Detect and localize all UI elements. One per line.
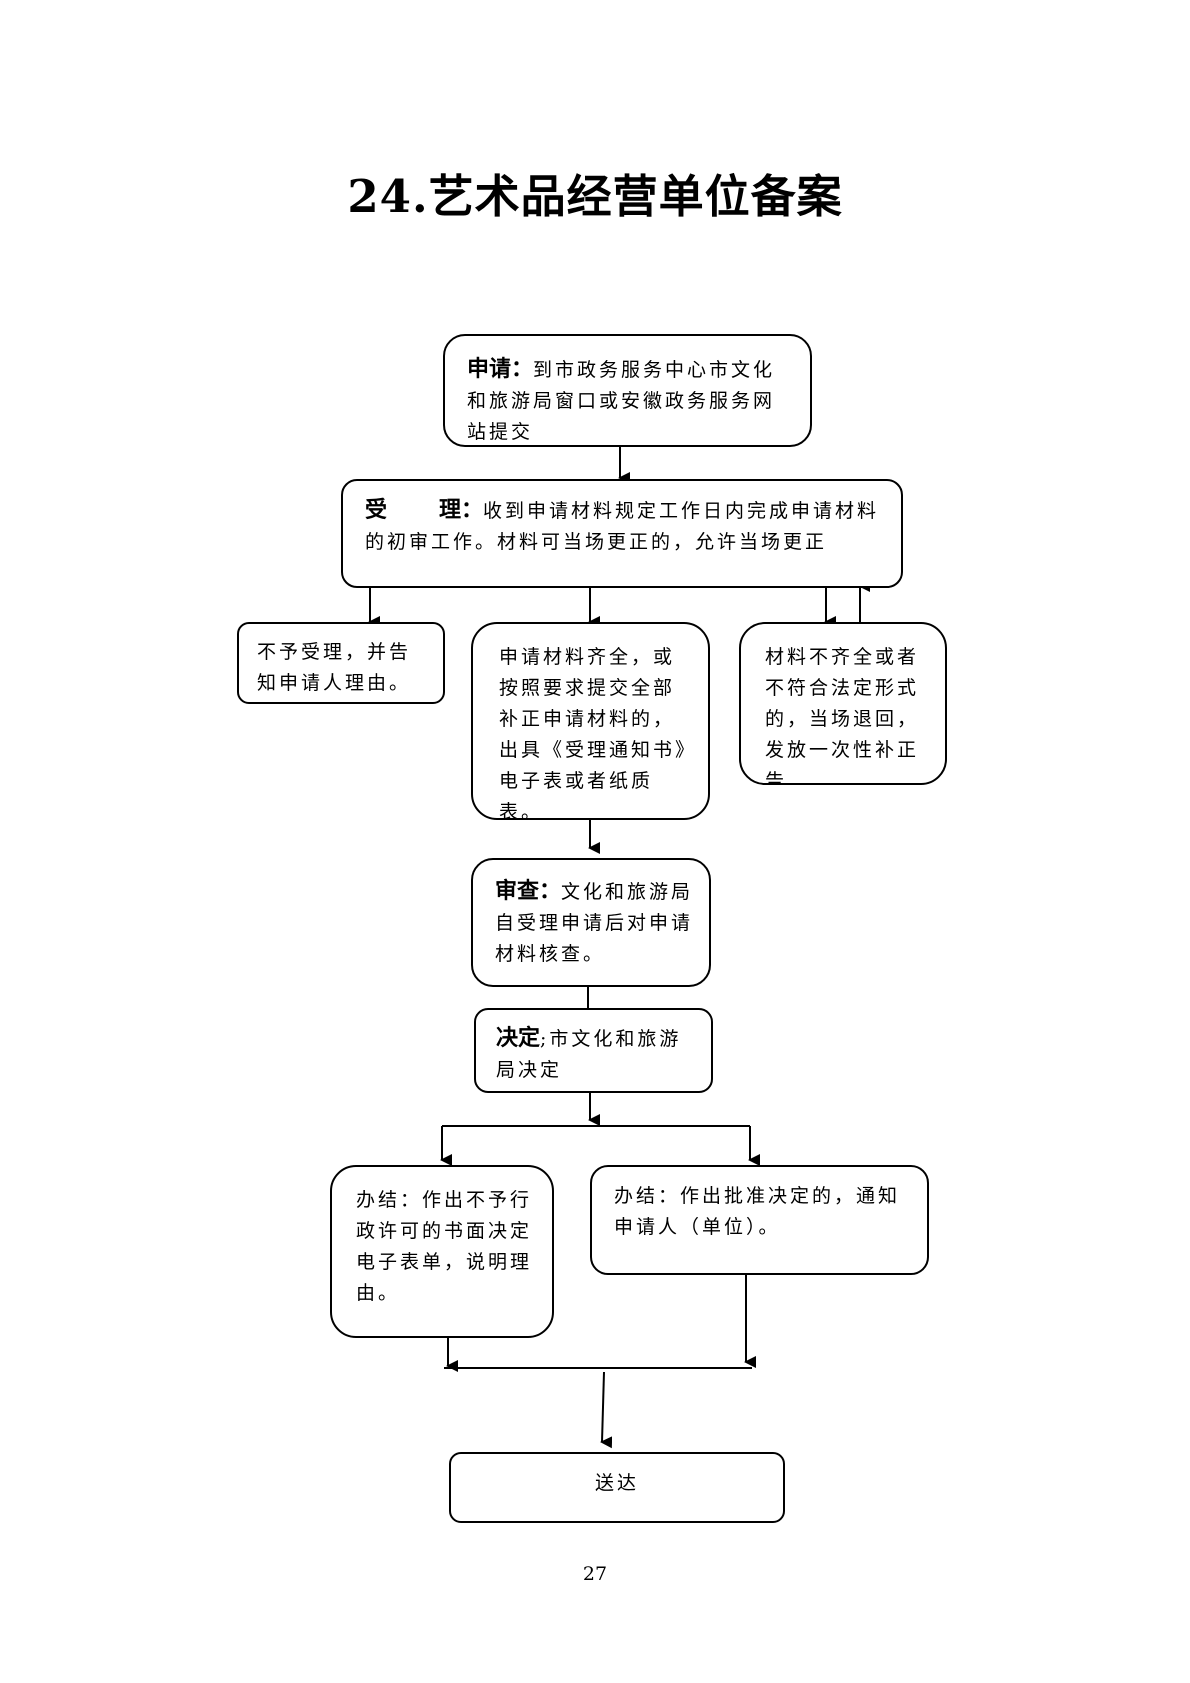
node-decide: 决定;市文化和旅游局决定 <box>474 1008 713 1093</box>
node-deny-text: 办结：作出不予行政许可的书面决定电子表单，说明理由。 <box>356 1189 533 1304</box>
node-apply-head: 申请： <box>467 357 534 382</box>
page-title: 24.艺术品经营单位备案 <box>347 170 843 223</box>
node-apply: 申请：到市政务服务中心市文化和旅游局窗口或安徽政务服务网站提交 <box>443 334 812 447</box>
node-deliver: 送达 <box>449 1452 785 1523</box>
node-complete: 申请材料齐全，或按照要求提交全部补正申请材料的，出具《受理通知书》电子表或者纸质… <box>471 622 710 820</box>
node-accept-head-1: 受 <box>365 498 388 523</box>
node-review-head: 审查： <box>495 879 562 904</box>
node-accept-text: 收到申请材料规定工作日内完成申请材料的初审工作。材料可当场更正的，允许当场更正 <box>365 500 880 553</box>
node-incomplete-text: 材料不齐全或者不符合法定形式的，当场退回，发放一次性补正告 <box>765 646 920 785</box>
node-decide-head: 决定 <box>496 1026 541 1051</box>
node-approve: 办结：作出批准决定的，通知申请人（单位）。 <box>590 1165 929 1275</box>
node-deliver-text: 送达 <box>594 1472 639 1494</box>
node-decide-text: 市文化和旅游局决定 <box>496 1028 682 1081</box>
node-apply-text: 到市政务服务中心市文化和旅游局窗口或安徽政务服务网站提交 <box>467 359 776 443</box>
node-accept-head-2: 理： <box>439 498 484 523</box>
node-complete-text: 申请材料齐全，或按照要求提交全部补正申请材料的，出具《受理通知书》电子表或者纸质… <box>499 646 688 820</box>
node-deny: 办结：作出不予行政许可的书面决定电子表单，说明理由。 <box>330 1165 554 1338</box>
node-review-text: 文化和旅游局自受理申请后对申请材料核查。 <box>495 881 694 965</box>
node-reject-text: 不予受理，并告知申请人理由。 <box>257 641 412 694</box>
node-review: 审查：文化和旅游局自受理申请后对申请材料核查。 <box>471 858 711 987</box>
page-number: 27 <box>582 1563 608 1585</box>
arrow-merge-to-deliver <box>600 1371 613 1449</box>
node-accept: 受 理：收到申请材料规定工作日内完成申请材料的初审工作。材料可当场更正的，允许当场… <box>341 479 903 588</box>
node-incomplete: 材料不齐全或者不符合法定形式的，当场退回，发放一次性补正告 <box>739 622 947 785</box>
node-reject: 不予受理，并告知申请人理由。 <box>237 622 445 704</box>
node-decide-sep: ; <box>540 1028 550 1050</box>
node-approve-text: 办结：作出批准决定的，通知申请人（单位）。 <box>614 1185 901 1238</box>
